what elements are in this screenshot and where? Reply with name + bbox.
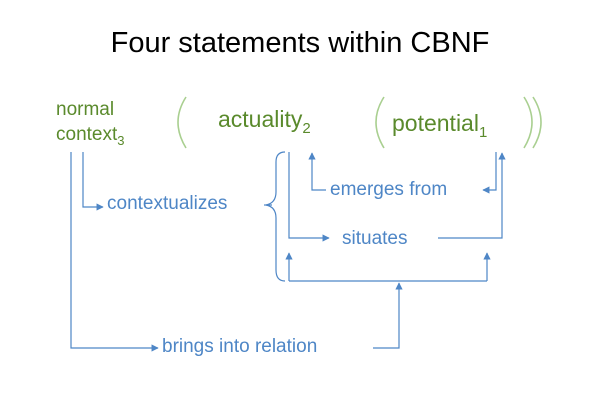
- term-normal-line2: context3: [56, 124, 125, 148]
- term-actuality: actuality2: [218, 106, 311, 137]
- inner-right-paren: [523, 96, 533, 149]
- relation-situates: situates: [342, 228, 407, 249]
- term-normal-line1: normal: [56, 99, 114, 120]
- contextualizes-arrow: [82, 152, 104, 211]
- situates-to-potential-arrow: [438, 152, 506, 239]
- relation-brings-into-relation: brings into relation: [162, 336, 317, 357]
- parentheses: [177, 96, 542, 149]
- brings-into-relation-up-arrow: [373, 282, 403, 349]
- term-potential: potential1: [392, 110, 487, 141]
- outer-left-paren: [177, 96, 187, 149]
- emerges-from-arrow-right: [482, 152, 497, 194]
- brings-into-relation-arrow: [70, 152, 159, 352]
- diagram-title: Four statements within CBNF: [111, 27, 490, 59]
- situates-arrow: [288, 152, 330, 242]
- emerges-from-arrow-up: [308, 152, 326, 191]
- connectors: [70, 151, 506, 352]
- statement-brace: [265, 151, 286, 282]
- relation-emerges-from: emerges from: [330, 179, 447, 200]
- outer-right-paren: [532, 96, 542, 149]
- inner-left-paren: [375, 96, 385, 149]
- relation-contextualizes: contextualizes: [107, 193, 227, 214]
